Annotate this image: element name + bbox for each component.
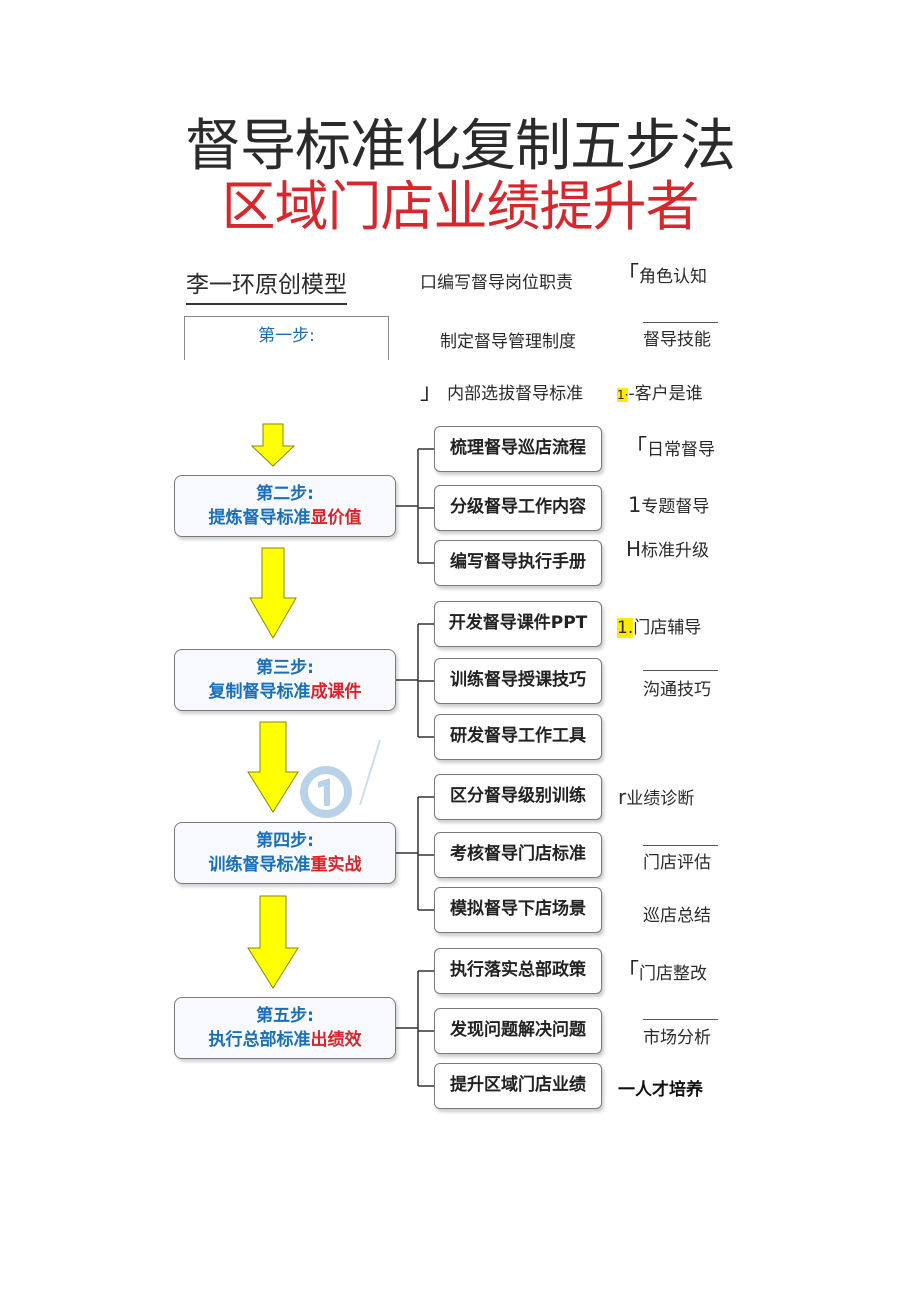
step-3-highlight: 成课件	[310, 682, 362, 702]
right-item-14: 一人才培养	[618, 1080, 703, 1100]
bracket-mark: 「	[617, 263, 640, 288]
step-5-title: 第五步:	[256, 1006, 314, 1026]
step-1-label: 第一步:	[258, 326, 315, 346]
step-4-box: 第四步: 训练督导标准重实战	[174, 822, 396, 884]
arrow-down-icon	[247, 895, 299, 989]
right-item-3: 1·-客户是谁	[617, 384, 703, 404]
bracket-step-4	[396, 796, 434, 911]
bracket-mark: 「	[625, 436, 648, 461]
task-box: 考核督导门店标准	[434, 832, 602, 878]
model-label: 李一环原创模型	[186, 270, 347, 305]
task-box: 模拟督导下店场景	[434, 887, 602, 933]
task-box: 区分督导级别训练	[434, 774, 602, 820]
task-box: 分级督导工作内容	[434, 485, 602, 531]
right-item-2: 督导技能	[643, 322, 718, 351]
right-item-1: 「角色认知	[617, 263, 708, 288]
step-2-title: 第二步:	[256, 484, 314, 504]
step-5-highlight: 出绩效	[310, 1030, 362, 1050]
step-3-box: 第三步: 复制督导标准成课件	[174, 649, 396, 711]
bracket-mark: 「	[617, 960, 640, 985]
right-item-13: 市场分析	[643, 1019, 718, 1049]
bracket-step-5	[396, 970, 434, 1087]
task-box: 提升区域门店业绩	[434, 1063, 602, 1109]
bracket-mark: 」	[420, 380, 443, 405]
step-4-desc: 训练督导标准	[208, 855, 311, 875]
task-box: 编写督导执行手册	[434, 540, 602, 586]
arrow-down-icon	[249, 547, 297, 640]
task-box: 执行落实总部政策	[434, 948, 602, 994]
step-3-desc: 复制督导标准	[208, 682, 311, 702]
task-box: 开发督导课件PPT	[434, 601, 602, 647]
step-3-title: 第三步:	[256, 658, 314, 678]
bracket-step-3	[396, 623, 434, 738]
task-box: 发现问题解决问题	[434, 1008, 602, 1054]
right-item-6: H标准升级	[626, 537, 710, 561]
right-item-9: r业绩诊断	[618, 785, 695, 809]
arrow-down-icon	[247, 721, 299, 813]
step1-task-2: 制定督导管理制度	[440, 332, 576, 352]
right-item-7: 1.门店辅导	[617, 618, 702, 638]
right-item-11: 巡店总结	[643, 906, 711, 926]
page-title: 督导标准化复制五步法	[185, 114, 736, 179]
step-2-highlight: 显价值	[310, 508, 362, 528]
step1-task-1: 口编写督导岗位职责	[420, 273, 573, 293]
step-5-box: 第五步: 执行总部标准出绩效	[174, 997, 396, 1059]
task-box: 梳理督导巡店流程	[434, 426, 602, 472]
task-box: 训练督导授课技巧	[434, 658, 602, 704]
right-item-5: 1专题督导	[628, 493, 710, 517]
right-item-4: 「日常督导	[625, 436, 716, 461]
task-box: 研发督导工作工具	[434, 714, 602, 760]
step1-task-3-row: 」 内部选拔督导标准	[420, 382, 583, 405]
step-4-highlight: 重实战	[310, 855, 362, 875]
step-1-box: 第一步:	[184, 316, 389, 360]
right-item-12: 「门店整改	[617, 960, 708, 985]
step-2-desc: 提炼督导标准	[208, 508, 311, 528]
step-2-box: 第二步: 提炼督导标准显价值	[174, 475, 396, 537]
step1-task-3: 内部选拔督导标准	[447, 384, 584, 404]
step-5-desc: 执行总部标准	[208, 1030, 311, 1050]
bracket-step-2	[396, 448, 434, 564]
arrow-down-icon	[250, 423, 296, 467]
step-4-title: 第四步:	[256, 831, 314, 851]
right-item-10: 门店评估	[643, 845, 718, 874]
right-item-8: 沟通技巧	[643, 670, 718, 701]
page-subtitle: 区域门店业绩提升者	[221, 175, 700, 238]
watermark-logo	[300, 739, 381, 818]
